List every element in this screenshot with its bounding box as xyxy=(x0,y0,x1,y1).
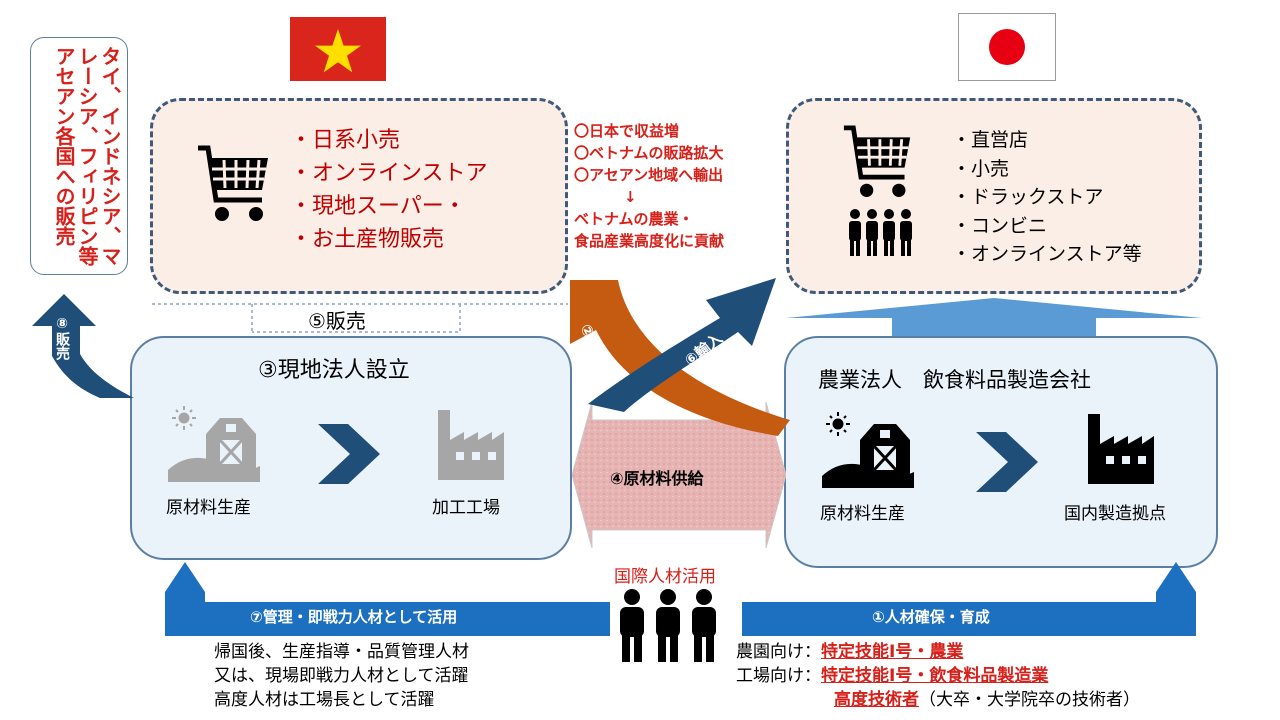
visa-advanced-value: 高度技術者 xyxy=(834,690,919,710)
visa-factory-value: 特定技能Ⅰ号・飲食料品製造業 xyxy=(821,666,1049,686)
vn-market-item: ・現地スーパー・ xyxy=(290,194,466,219)
japan-to-market-arrow xyxy=(786,298,1202,342)
benefit-line: ベトナムの農業・ xyxy=(574,210,694,228)
customers-group-icon xyxy=(846,208,916,262)
visa-advanced-note: （大卒・大学院卒の技術者） xyxy=(919,690,1140,710)
jp-market-item: ・直営店 xyxy=(952,129,1029,151)
japan-corp-title: 農業法人 飲食料品製造会社 xyxy=(818,368,1091,392)
visa-farm-value: 特定技能Ⅰ号・農業 xyxy=(821,642,964,662)
asean-sale-arrow xyxy=(32,294,134,398)
vn-market-item: ・オンラインストア xyxy=(290,161,488,186)
hr-returnee-text: 帰国後、生産指導・品質管理人材 又は、現場即戦力人材として活躍 高度人材は工場長… xyxy=(214,640,469,712)
sale-connector xyxy=(152,303,568,333)
hr-training-label: ①人材確保・育成 xyxy=(872,608,990,626)
benefit-arrow: ↓ xyxy=(624,188,637,206)
returnee-line: 帰国後、生産指導・品質管理人材 xyxy=(214,642,469,662)
factory-icon xyxy=(436,410,506,484)
jp-market-item: ・小売 xyxy=(952,157,1010,180)
japan-flag-icon xyxy=(958,13,1056,81)
vietnam-market-list: ・日系小売 ・オンラインストア ・現地スーパー・ ・お土産物販売 xyxy=(290,124,488,256)
asean-sales-text: タイ、インドネシア、マレーシア、フィリピン等アセアン各国への販売 xyxy=(52,46,122,266)
vietnam-flag-icon xyxy=(290,17,386,81)
returnee-line: 又は、現場即戦力人材として活躍 xyxy=(214,666,469,686)
asean-sale-label: ⑧販売 xyxy=(54,316,70,360)
benefit-line: 〇日本で収益増 xyxy=(574,122,680,140)
visa-factory-prefix: 工場向け： xyxy=(736,666,821,686)
vn-market-item: ・お土産物販売 xyxy=(290,227,445,252)
vietnam-corp-title: ③現地法人設立 xyxy=(258,358,410,383)
import-arrow xyxy=(588,278,776,412)
sale-label: ⑤販売 xyxy=(308,309,366,333)
jp-market-item: ・オンラインストア等 xyxy=(952,243,1142,265)
hr-training-arrow xyxy=(742,562,1196,636)
shopping-cart-icon xyxy=(196,142,272,228)
benefit-line: 〇ベトナムの販路拡大 xyxy=(574,144,724,162)
factory-icon xyxy=(1086,414,1156,488)
visa-farm-prefix: 農園向け： xyxy=(736,642,821,662)
vn-raw-material-label: 原材料生産 xyxy=(166,498,251,518)
jp-market-item: ・ドラックストア xyxy=(952,186,1104,208)
farm-icon xyxy=(168,404,260,486)
asean-sales-box: タイ、インドネシア、マレーシア、フィリピン等アセアン各国への販売 xyxy=(30,37,128,275)
vietnam-market-box xyxy=(150,98,568,294)
jp-market-item: ・コンビニ xyxy=(952,214,1048,237)
vn-market-item: ・日系小売 xyxy=(290,128,401,153)
benefit-line: 〇アセアン地域へ輸出 xyxy=(574,166,724,184)
hr-visa-text: 農園向け：特定技能Ⅰ号・農業 工場向け：特定技能Ⅰ号・飲食料品製造業 高度技術者… xyxy=(736,640,1140,712)
farm-icon xyxy=(822,410,914,492)
visa-advanced-line: 高度技術者（大卒・大学院卒の技術者） xyxy=(736,688,1140,712)
returnee-line: 高度人材は工場長として活躍 xyxy=(214,690,435,710)
export-arrow xyxy=(570,280,790,436)
jp-domestic-base-label: 国内製造拠点 xyxy=(1064,504,1166,524)
visa-farm-line: 農園向け：特定技能Ⅰ号・農業 xyxy=(736,640,1140,664)
visa-factory-line: 工場向け：特定技能Ⅰ号・飲食料品製造業 xyxy=(736,664,1140,688)
benefits-text: 〇日本で収益増 〇ベトナムの販路拡大 〇アセアン地域へ輸出 ↓ ベトナムの農業・… xyxy=(574,120,724,252)
shopping-cart-icon xyxy=(842,122,914,204)
raw-material-supply-arrow xyxy=(572,402,786,548)
workers-group-icon xyxy=(612,588,724,666)
hr-usage-arrow xyxy=(165,562,610,636)
benefit-line: 食品産業高度化に貢献 xyxy=(574,232,725,250)
international-hr-label: 国際人材活用 xyxy=(614,567,716,587)
chevron-right-icon xyxy=(318,424,380,484)
japan-market-list: ・直営店 ・小売 ・ドラックストア ・コンビニ ・オンラインストア等 xyxy=(952,126,1142,269)
jp-raw-material-label: 原材料生産 xyxy=(820,504,905,524)
raw-material-supply-label: ④原材料供給 xyxy=(610,469,704,488)
vn-processing-plant-label: 加工工場 xyxy=(432,498,500,518)
chevron-right-icon xyxy=(976,432,1038,492)
hr-usage-label: ⑦管理・即戦力人材として活用 xyxy=(250,608,458,626)
japan-market-box xyxy=(786,98,1202,294)
